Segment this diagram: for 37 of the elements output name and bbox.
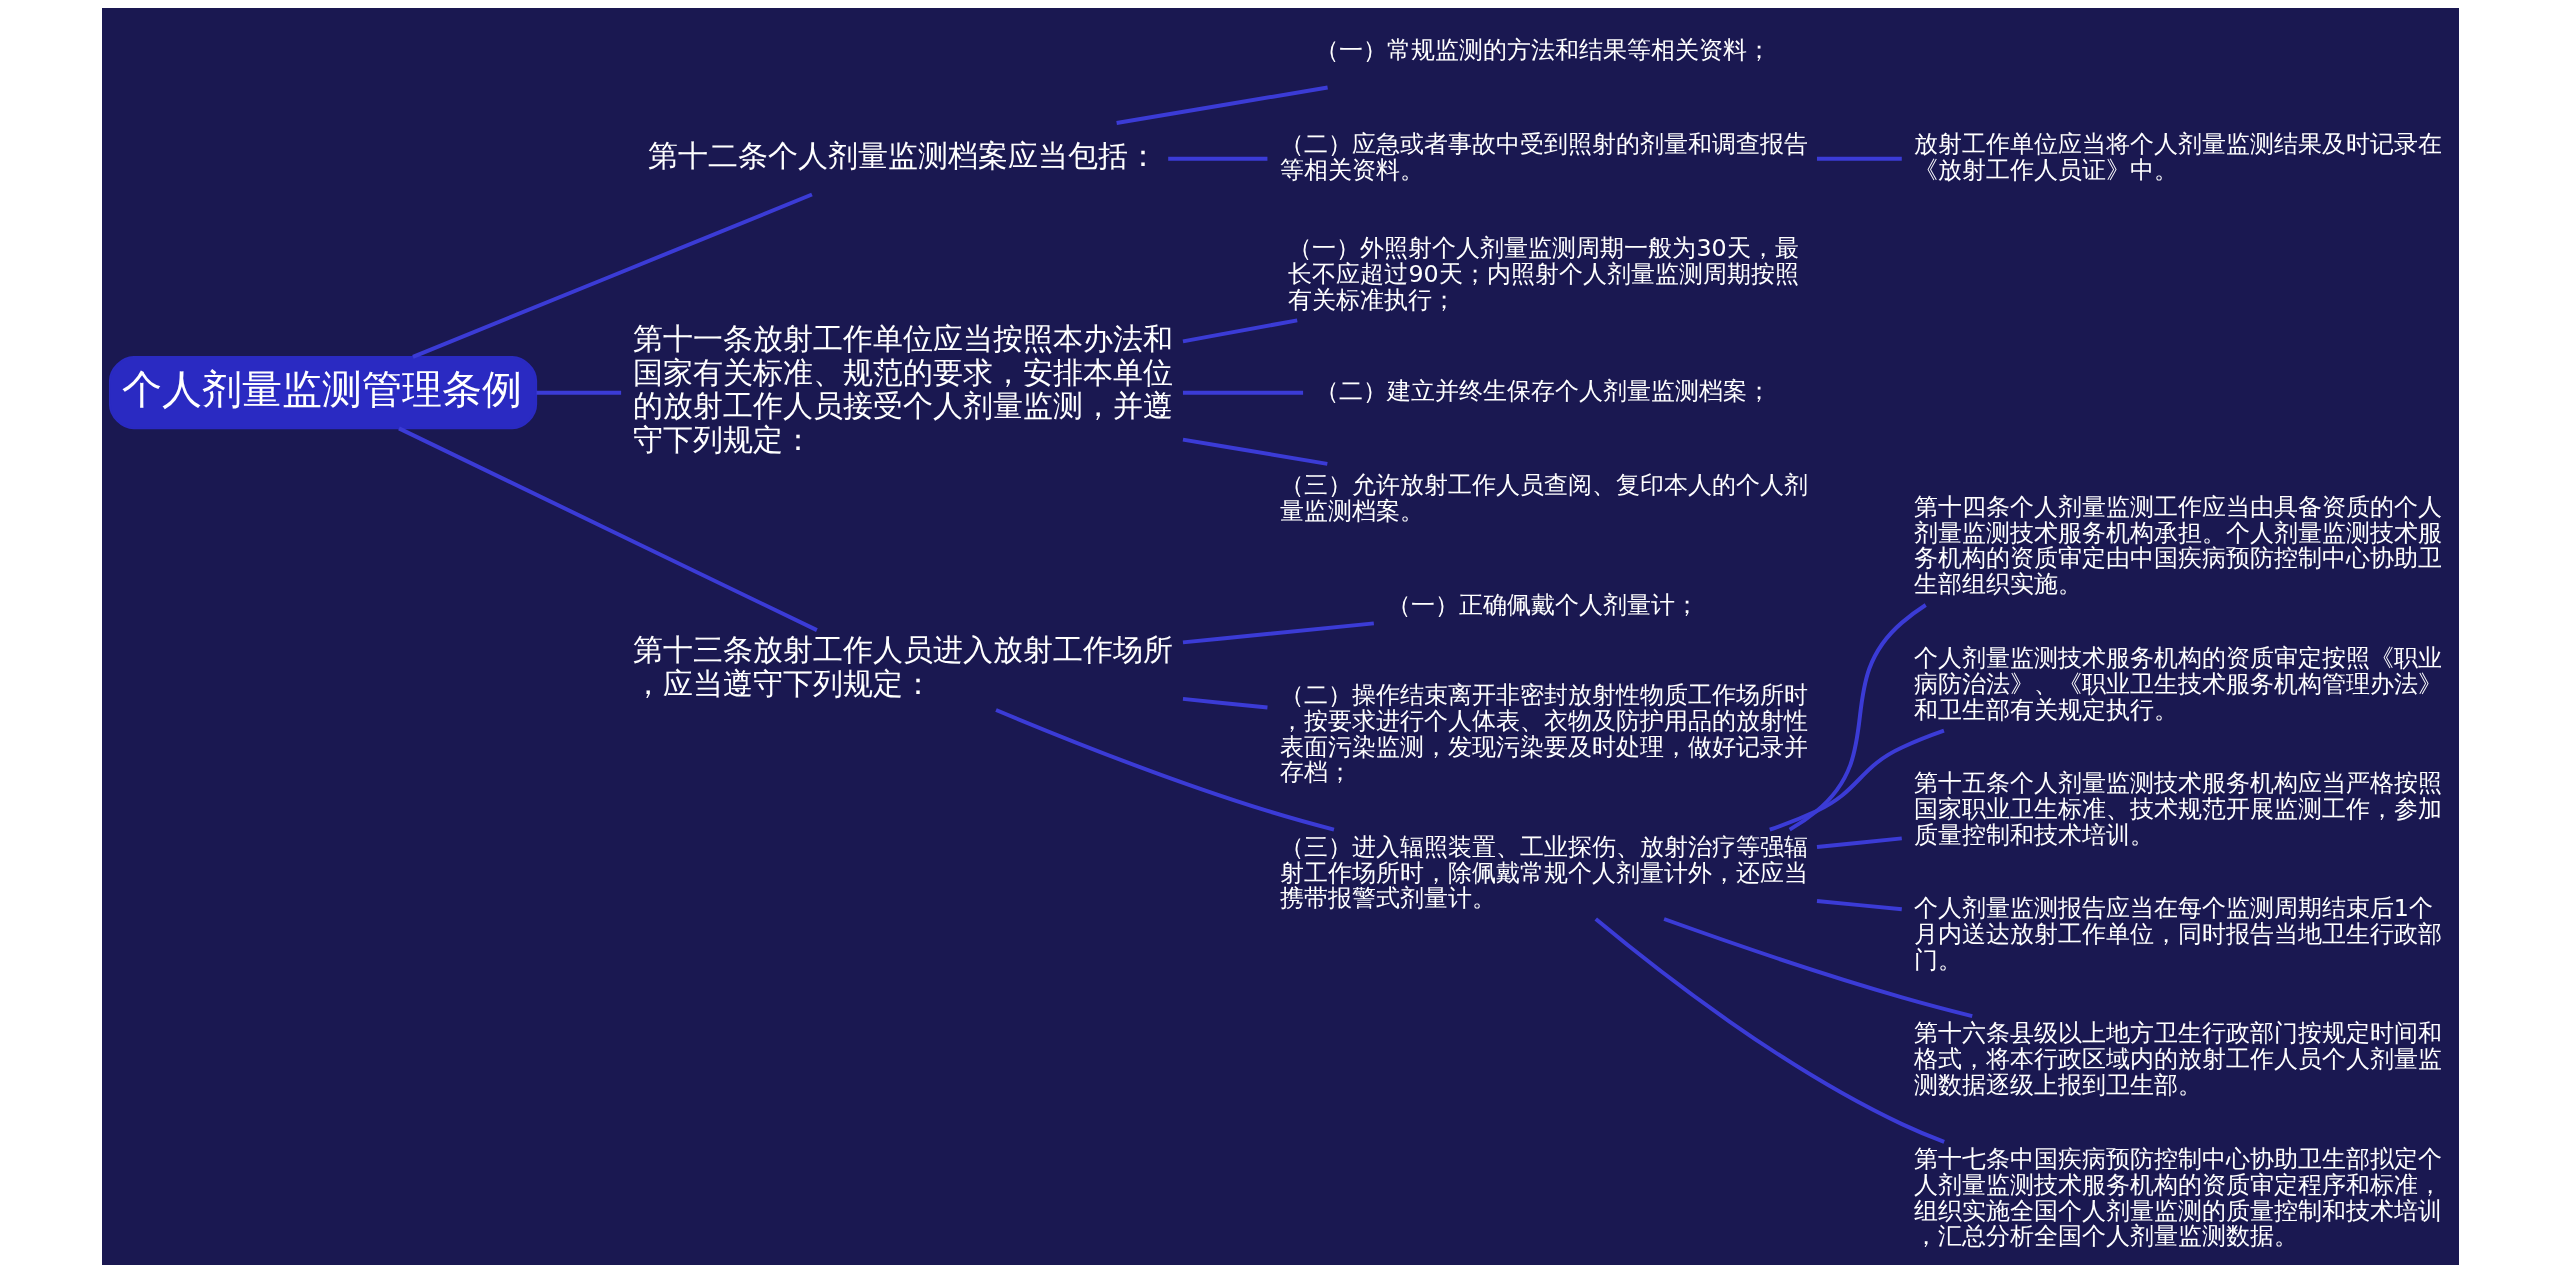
connector	[1788, 603, 1927, 832]
connector	[1816, 836, 1902, 849]
connector	[1115, 85, 1328, 125]
node-text: （一）外照射个人剂量监测周期一般为30天，最长不应超过90天；内照射个人剂量监测周期按照有关标准执行；	[1287, 234, 1799, 314]
node-box: 个人剂量监测管理条例	[108, 356, 537, 430]
connector	[1182, 696, 1268, 710]
node-text: 第十三条放射工作人员进入放射工作场所，应当遵守下列规定：	[632, 632, 1173, 701]
node-text: （二）操作结束离开非密封放射性物质工作场所时，按要求进行个人体表、衣物及防护用品的放射性表面污染监测，发现污染要及时处理，做好记录并存档；	[1279, 681, 1808, 787]
node-text: （二）应急或者事故中受到照射的剂量和调查报告等相关资料。	[1279, 130, 1808, 184]
node-text: （三）进入辐照装置、工业探伤、放射治疗等强辐射工作场所时，除佩戴常规个人剂量计外，还应当携带报警式剂量计。	[1279, 832, 1808, 913]
connector	[411, 192, 813, 359]
connector	[1816, 156, 1902, 161]
node-text: （三）允许放射工作人员查阅、复印本人的个人剂量监测档案。	[1279, 470, 1808, 525]
node-text: （一）常规监测的方法和结果等相关资料；	[1314, 35, 1771, 64]
node-text: （一）正确佩戴个人剂量计；	[1386, 590, 1699, 619]
node-text: （二）建立并终生保存个人剂量监测档案；	[1314, 376, 1771, 405]
node-text: 第十五条个人剂量监测技术服务机构应当严格按照国家职业卫生标准、技术规范开展监测工作，参加质量控制和技术培训。	[1913, 769, 2442, 849]
connector	[994, 708, 1334, 832]
node-text: 放射工作单位应当将个人剂量监测结果及时记录在《放射工作人员证》中。	[1913, 130, 2442, 184]
connector	[1182, 437, 1328, 466]
node-text: 个人剂量监测报告应当在每个监测周期结束后1个月内送达放射工作单位，同时报告当地卫生行政部门。	[1913, 894, 2442, 974]
connector	[1182, 390, 1303, 395]
connector	[1182, 318, 1298, 344]
connector	[397, 426, 818, 632]
connector	[1167, 156, 1267, 161]
connector	[1662, 917, 1973, 1018]
node-text: 个人剂量监测技术服务机构的资质审定按照《职业病防治法》、《职业卫生技术服务机构管理办法》和卫生部有关规定执行。	[1913, 644, 2442, 724]
connector	[536, 390, 621, 395]
connector	[1816, 899, 1902, 912]
connector	[1768, 728, 1945, 832]
node-text: 第十一条放射工作单位应当按照本办法和国家有关标准、规范的要求，安排本单位的放射工作人员接受个人剂量监测，并遵守下列规定：	[632, 321, 1173, 458]
node-text: 第十六条县级以上地方卫生行政部门按规定时间和格式，将本行政区域内的放射工作人员个人剂量监测数据逐级上报到卫生部。	[1913, 1019, 2442, 1099]
node-text: 第十二条个人剂量监测档案应当包括：	[647, 137, 1158, 173]
node-text: 第十七条中国疾病预防控制中心协助卫生部拟定个人剂量监测技术服务机构的资质审定程序和标准，组织实施全国个人剂量监测的质量控制和技术培训，汇总分析全国个人剂量监测数据。	[1913, 1144, 2442, 1251]
node-text: 第十四条个人剂量监测工作应当由具备资质的个人剂量监测技术服务机构承担。个人剂量监测技术服务机构的资质审定由中国疾病预防控制中心协助卫生部组织实施。	[1913, 492, 2442, 599]
connector	[1182, 621, 1374, 645]
connector	[1594, 917, 1945, 1144]
